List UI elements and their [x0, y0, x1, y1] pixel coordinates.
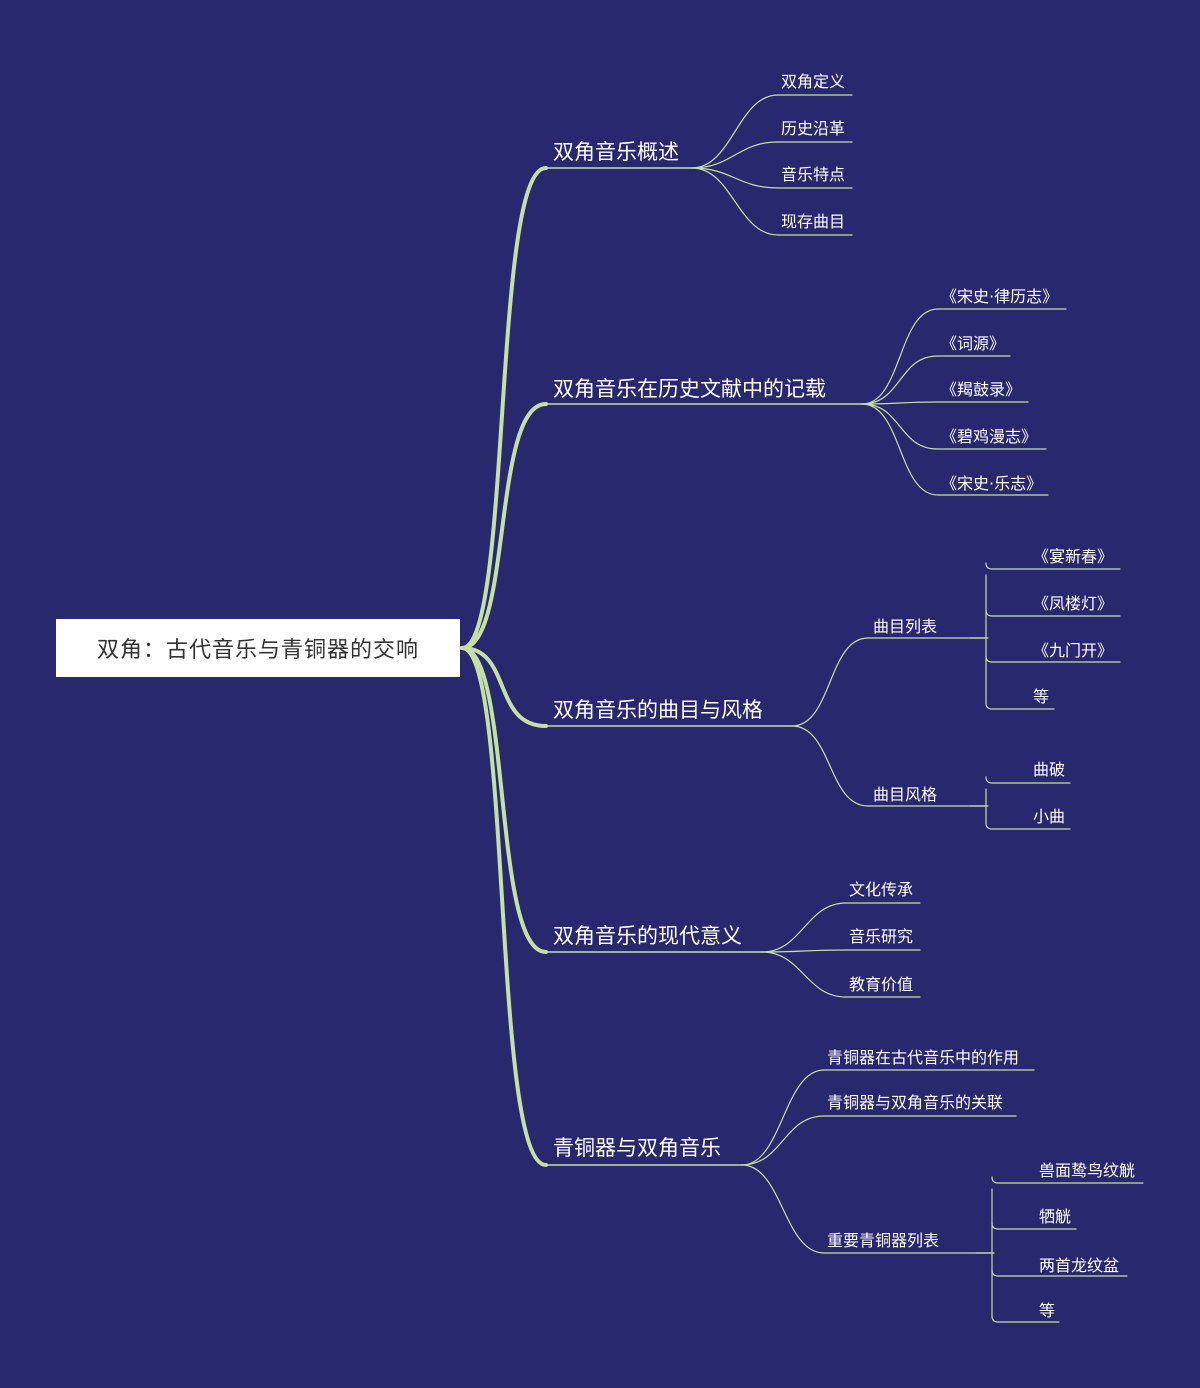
leaf-songshi-yue[interactable]: 《宋史·乐志》 — [941, 474, 1043, 493]
overview-connector — [691, 94, 779, 169]
records-connector — [861, 401, 939, 405]
leaf-xi-gong[interactable]: 牺觥 — [1039, 1207, 1072, 1226]
repertoire-style-bracket-elbow — [985, 822, 1071, 830]
main-connector — [460, 646, 548, 954]
leaf-etc-bronze[interactable]: 等 — [1039, 1301, 1056, 1320]
leaf-cultural-heritage[interactable]: 文化传承 — [849, 880, 914, 899]
branch-repertoire-style[interactable]: 双角音乐的曲目与风格 — [553, 698, 763, 722]
records-connector — [861, 308, 939, 405]
bronze-list-bracket-elbow — [991, 1315, 1060, 1323]
branch-modern-significance[interactable]: 双角音乐的现代意义 — [553, 924, 742, 948]
overview-connector — [691, 167, 779, 236]
repertoire-connector — [791, 637, 869, 727]
leaf-songshi-lvli[interactable]: 《宋史·律历志》 — [941, 287, 1059, 306]
leaf-xiaoqu[interactable]: 小曲 — [1033, 807, 1066, 826]
overview-connector — [691, 141, 779, 169]
modern-connector — [761, 951, 847, 998]
leaf-yanxinchun[interactable]: 《宴新春》 — [1033, 547, 1114, 566]
main-connector — [460, 166, 548, 650]
branch-historical-records[interactable]: 双角音乐在历史文献中的记载 — [553, 377, 826, 401]
repertoire-list-bracket-elbow — [985, 655, 1121, 663]
repertoire-list-bracket-elbow — [985, 562, 1121, 570]
leaf-bijimanzhi[interactable]: 《碧鸡漫志》 — [941, 427, 1038, 446]
bronze-connector — [741, 1115, 825, 1166]
modern-connector — [761, 902, 847, 953]
leaf-definition[interactable]: 双角定义 — [781, 72, 846, 91]
records-connector — [861, 355, 939, 405]
main-connector — [460, 646, 548, 728]
repertoire-style-bracket-elbow — [985, 776, 1071, 784]
branch-bronze-ware[interactable]: 青铜器与双角音乐 — [553, 1136, 721, 1160]
leaf-two-headed-dragon-basin[interactable]: 两首龙纹盆 — [1039, 1256, 1120, 1275]
main-connector — [460, 646, 548, 1167]
leaf-history[interactable]: 历史沿革 — [781, 119, 846, 138]
bronze-connector — [741, 1069, 825, 1166]
modern-connector — [761, 949, 847, 953]
leaf-ciyuan[interactable]: 《词源》 — [941, 334, 1006, 353]
leaf-jiegulu[interactable]: 《羯鼓录》 — [941, 380, 1022, 399]
leaf-etc-repertoire[interactable]: 等 — [1033, 687, 1050, 706]
repertoire-list-bracket-elbow — [985, 702, 1055, 710]
repertoire-list-bracket-elbow — [985, 609, 1121, 617]
leaf-education-value[interactable]: 教育价值 — [849, 975, 914, 994]
node-repertoire-list[interactable]: 曲目列表 — [873, 617, 938, 636]
branch-overview[interactable]: 双角音乐概述 — [553, 140, 679, 164]
overview-connector — [691, 167, 779, 189]
bronze-connector — [741, 1164, 825, 1254]
bronze-list-bracket-elbow — [991, 1222, 1077, 1230]
leaf-bronze-role[interactable]: 青铜器在古代音乐中的作用 — [827, 1048, 1020, 1067]
bronze-list-bracket-elbow — [991, 1176, 1144, 1184]
records-connector — [861, 403, 939, 496]
repertoire-connector — [791, 725, 869, 807]
leaf-features[interactable]: 音乐特点 — [781, 165, 846, 184]
root-node[interactable]: 双角：古代音乐与青铜器的交响 — [56, 619, 460, 677]
leaf-bronze-association[interactable]: 青铜器与双角音乐的关联 — [827, 1093, 1004, 1112]
leaf-fenglouden[interactable]: 《凤楼灯》 — [1033, 594, 1114, 613]
root-label: 双角：古代音乐与青铜器的交响 — [96, 638, 419, 663]
leaf-music-research[interactable]: 音乐研究 — [849, 927, 914, 946]
leaf-beast-face-gong[interactable]: 兽面鸷鸟纹觥 — [1039, 1161, 1136, 1180]
node-bronze-list[interactable]: 重要青铜器列表 — [827, 1231, 940, 1250]
main-connector — [460, 402, 548, 650]
bronze-list-bracket-elbow — [991, 1269, 1128, 1277]
leaf-jiumenkai[interactable]: 《九门开》 — [1033, 641, 1114, 660]
leaf-existing-pieces[interactable]: 现存曲目 — [781, 212, 846, 231]
leaf-qupo[interactable]: 曲破 — [1033, 760, 1066, 779]
node-repertoire-style[interactable]: 曲目风格 — [873, 785, 938, 804]
records-connector — [861, 403, 939, 450]
